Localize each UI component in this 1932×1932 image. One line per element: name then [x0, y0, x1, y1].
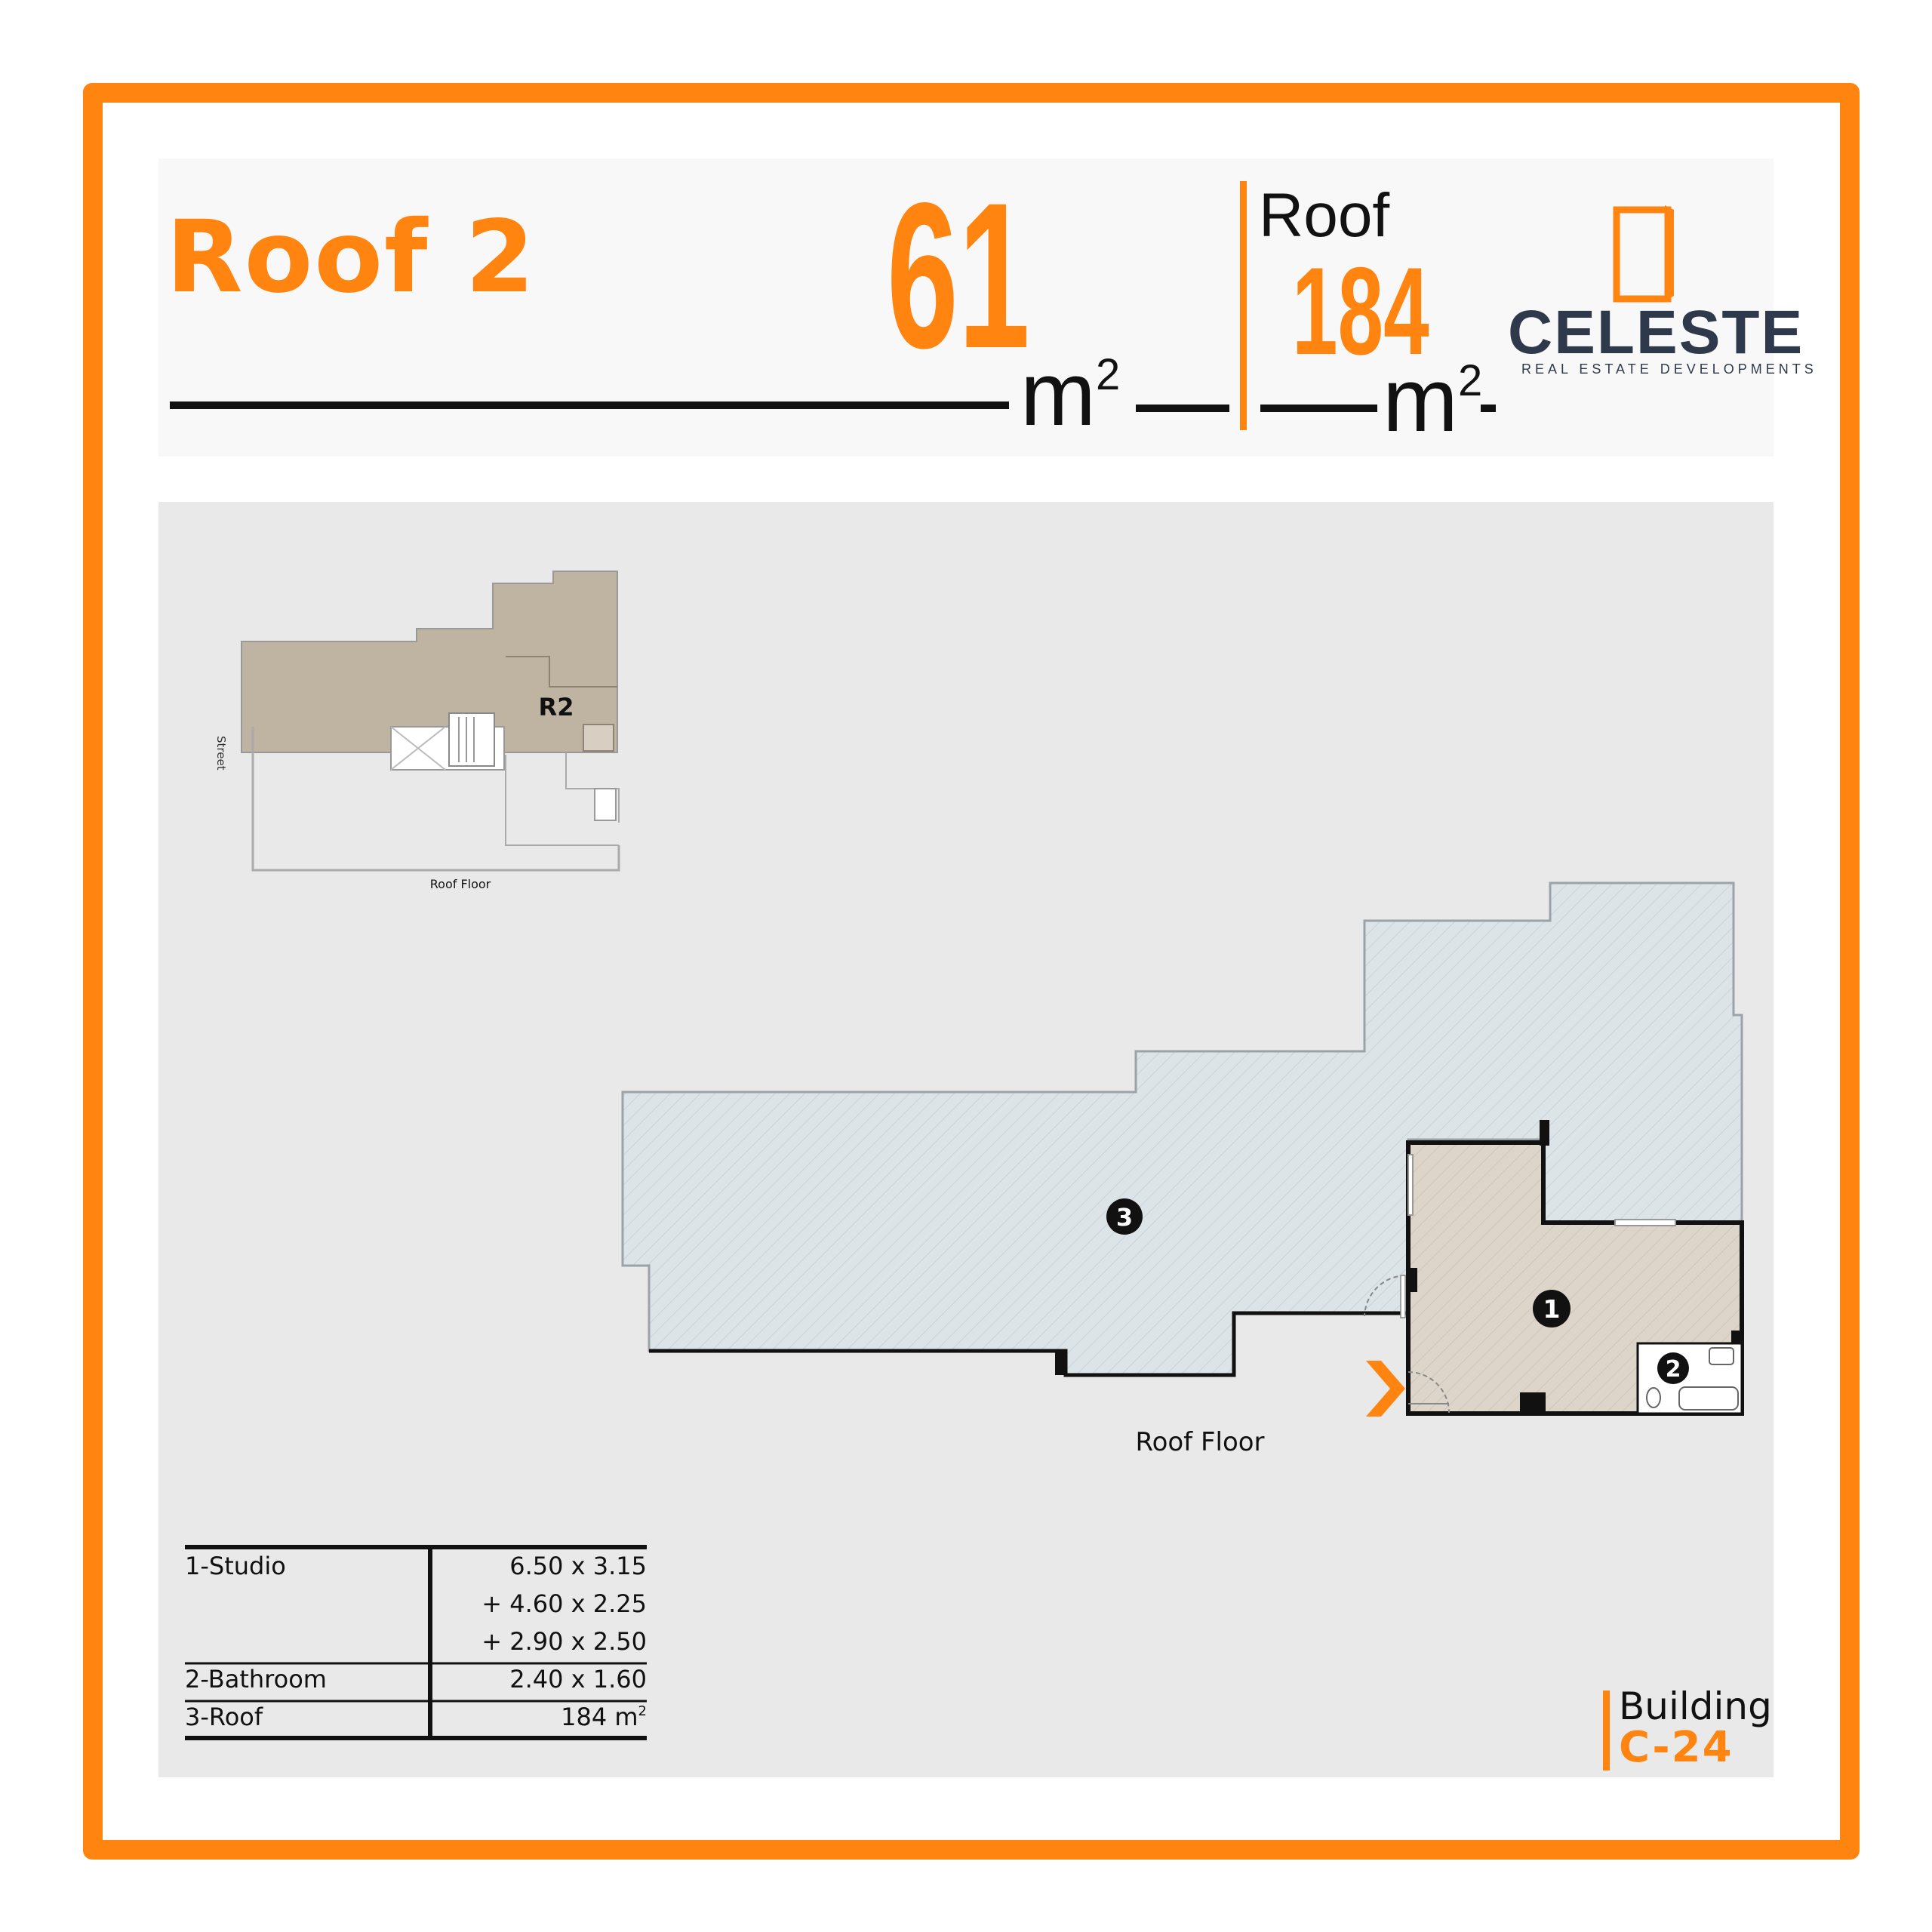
entrance-arrow-icon: [1366, 1361, 1405, 1417]
page-title: Roof 2: [166, 199, 537, 315]
studio-window: [1407, 1154, 1414, 1216]
building-code: C-24: [1619, 1723, 1734, 1772]
building-label: Building: [1619, 1684, 1772, 1728]
structural-column: [1520, 1392, 1546, 1414]
entrance-door: [1407, 1371, 1450, 1414]
key-plan-unit-label: R2: [539, 693, 574, 721]
roof-underline: [1260, 405, 1377, 412]
unit-underline: [1136, 405, 1229, 412]
unit-area-value: 61: [887, 160, 1030, 392]
studio-window: [1614, 1219, 1676, 1226]
building-accent-bar: [1603, 1690, 1610, 1770]
toilet-icon: [1646, 1387, 1661, 1408]
unit-area-unit: m2: [1020, 343, 1121, 445]
key-plan-unit-shape: [241, 571, 618, 753]
svg-text:2: 2: [1666, 1356, 1681, 1383]
terrace-door: [1364, 1275, 1406, 1317]
key-plan: [241, 571, 620, 872]
structural-column: [1407, 1268, 1417, 1292]
svg-text:1: 1: [1543, 1294, 1561, 1324]
plan-floor-label: Roof Floor: [1135, 1427, 1264, 1457]
key-plan-street-label: Street: [214, 736, 228, 771]
sink-icon: [1709, 1347, 1734, 1365]
room-marker-3: 3: [1106, 1198, 1143, 1235]
key-plan-floor-label: Roof Floor: [430, 877, 491, 891]
structural-column: [1055, 1351, 1067, 1375]
structural-column: [1540, 1120, 1549, 1146]
brand-tagline: REAL ESTATE DEVELOPMENTS: [1521, 361, 1817, 377]
svg-text:3: 3: [1116, 1203, 1133, 1232]
roof-wall: [649, 1311, 1408, 1377]
room-marker-2: 2: [1657, 1352, 1689, 1384]
roof-area-unit: m2: [1383, 349, 1483, 451]
roof-area-value: 184: [1292, 242, 1429, 380]
title-underline: [170, 401, 1009, 409]
roof-area-label: Roof: [1259, 181, 1390, 250]
header-separator: [1240, 181, 1247, 430]
brand-name: CELESTE: [1508, 298, 1804, 367]
bathtub-icon: [1678, 1386, 1739, 1411]
key-plan-outline: [251, 727, 620, 872]
room-marker-1: 1: [1533, 1290, 1571, 1327]
key-plan-stair: [448, 712, 495, 767]
roof-unit-tick: [1481, 405, 1496, 412]
